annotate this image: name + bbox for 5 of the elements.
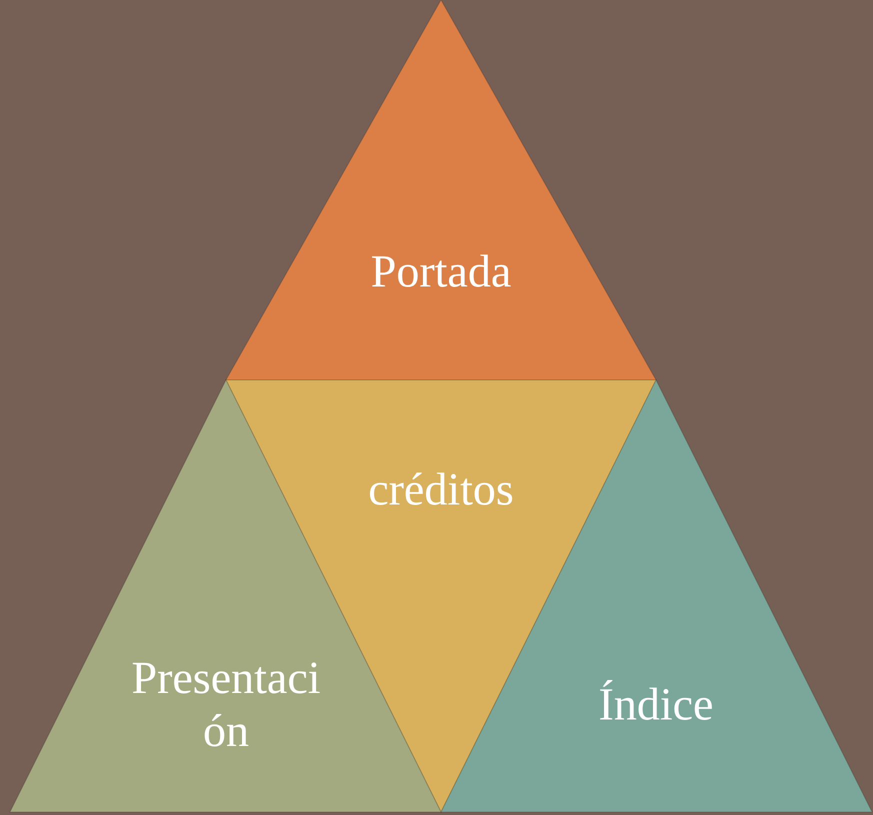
segment-label: Índice xyxy=(598,678,714,732)
segment-label: Portada xyxy=(370,246,512,298)
triangle-segment xyxy=(226,0,656,380)
segment-label: Presentación xyxy=(131,652,321,758)
segment-label: créditos xyxy=(367,464,515,516)
